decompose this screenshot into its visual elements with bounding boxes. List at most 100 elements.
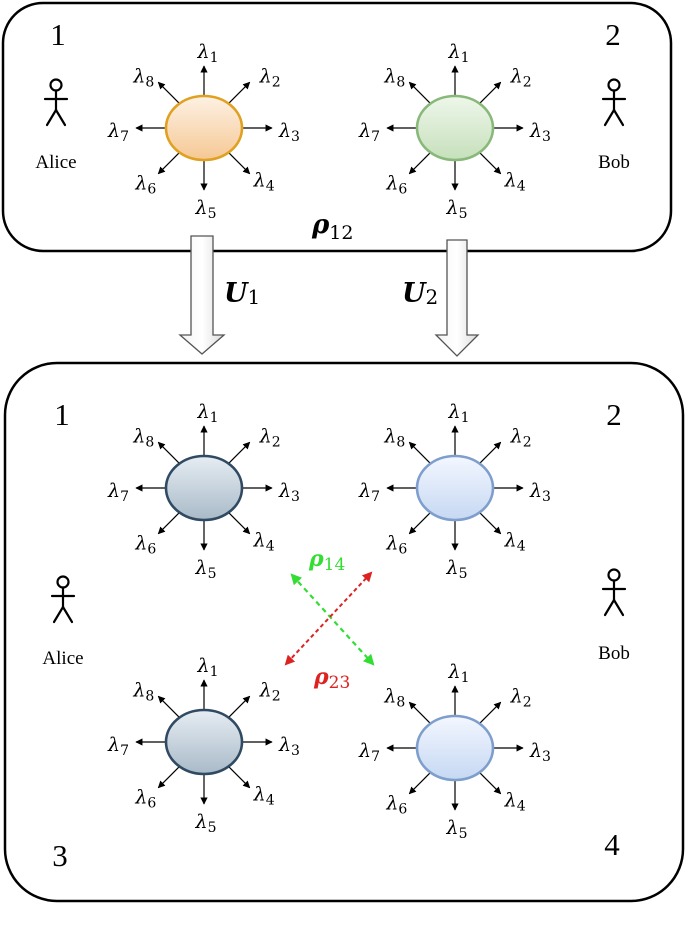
lambda-subscript: 4 bbox=[266, 793, 275, 809]
lambda-symbol: λ bbox=[253, 170, 266, 192]
node-ellipse bbox=[415, 94, 495, 162]
lambda-subscript: 8 bbox=[145, 434, 154, 450]
lambda-subscript: 2 bbox=[272, 74, 281, 90]
lambda-subscript: 6 bbox=[147, 542, 156, 558]
ray-label-3: λ3 bbox=[529, 740, 551, 765]
lambda-subscript: 7 bbox=[120, 743, 129, 759]
unitary-subscript-2: 2 bbox=[426, 285, 439, 309]
bottom-corner-label-1: 1 bbox=[54, 397, 70, 432]
ray-label-6: λ6 bbox=[134, 787, 156, 812]
unitary-symbol-2: U bbox=[402, 278, 427, 309]
ray-label-7: λ7 bbox=[107, 734, 129, 759]
node-ellipse bbox=[164, 708, 244, 776]
lambda-symbol: λ bbox=[259, 65, 272, 87]
ray-2 bbox=[479, 441, 502, 464]
lambda-subscript: 5 bbox=[459, 206, 468, 222]
lambda-subscript: 7 bbox=[371, 749, 380, 765]
ray-6 bbox=[157, 766, 180, 789]
lambda-symbol: λ bbox=[510, 65, 523, 87]
lambda-subscript: 2 bbox=[272, 434, 281, 450]
ray-label-7: λ7 bbox=[107, 120, 129, 145]
lambda-subscript: 6 bbox=[398, 182, 407, 198]
lambda-subscript: 1 bbox=[461, 410, 470, 426]
unitary-label-2: U2 bbox=[402, 278, 438, 309]
lambda-symbol: λ bbox=[385, 793, 398, 815]
rho-14-symbol: ρ bbox=[308, 546, 324, 572]
lambda-symbol: λ bbox=[448, 41, 461, 63]
ray-label-8: λ8 bbox=[383, 65, 405, 90]
unitary-label-1: U1 bbox=[224, 278, 260, 309]
lambda-subscript: 2 bbox=[523, 434, 532, 450]
lambda-subscript: 3 bbox=[542, 129, 551, 145]
lambda-symbol: λ bbox=[504, 170, 517, 192]
node-ellipse bbox=[164, 454, 244, 522]
lambda-symbol: λ bbox=[195, 197, 208, 219]
lambda-symbol: λ bbox=[385, 173, 398, 195]
lambda-symbol: λ bbox=[132, 65, 145, 87]
lambda-subscript: 8 bbox=[145, 74, 154, 90]
lambda-subscript: 5 bbox=[459, 566, 468, 582]
lambda-symbol: λ bbox=[358, 480, 371, 502]
lambda-symbol: λ bbox=[197, 41, 210, 63]
lambda-symbol: λ bbox=[197, 401, 210, 423]
unitary-symbol-1: U bbox=[224, 278, 249, 309]
lambda-symbol: λ bbox=[448, 661, 461, 683]
lambda-subscript: 1 bbox=[210, 664, 219, 680]
lambda-subscript: 2 bbox=[523, 74, 532, 90]
ray-label-2: λ2 bbox=[259, 679, 281, 704]
lambda-symbol: λ bbox=[259, 425, 272, 447]
lambda-subscript: 7 bbox=[120, 489, 129, 505]
lambda-symbol: λ bbox=[504, 530, 517, 552]
ray-label-5: λ5 bbox=[446, 557, 468, 582]
lambda-subscript: 8 bbox=[396, 694, 405, 710]
ray-label-7: λ7 bbox=[358, 480, 380, 505]
lambda-symbol: λ bbox=[253, 530, 266, 552]
ray-2 bbox=[479, 81, 502, 104]
ray-6 bbox=[408, 772, 431, 795]
ray-label-6: λ6 bbox=[385, 793, 407, 818]
lambda-subscript: 5 bbox=[208, 206, 217, 222]
lambda-subscript: 2 bbox=[272, 688, 281, 704]
ray-label-8: λ8 bbox=[383, 685, 405, 710]
ray-2 bbox=[228, 441, 251, 464]
ray-6 bbox=[408, 152, 431, 175]
bottom-corner-label-2: 2 bbox=[606, 397, 622, 432]
ray-8 bbox=[157, 441, 180, 464]
ray-label-5: λ5 bbox=[195, 811, 217, 836]
correlation-rho-14: ρ14 bbox=[308, 546, 345, 575]
lambda-symbol: λ bbox=[358, 740, 371, 762]
ray-label-8: λ8 bbox=[132, 679, 154, 704]
node-ellipse bbox=[415, 454, 495, 522]
lambda-symbol: λ bbox=[259, 679, 272, 701]
ray-label-1: λ1 bbox=[448, 41, 470, 66]
lambda-symbol: λ bbox=[195, 557, 208, 579]
lambda-subscript: 3 bbox=[291, 743, 300, 759]
ray-6 bbox=[157, 512, 180, 535]
bottom-corner-label-4: 4 bbox=[604, 827, 620, 862]
ray-label-5: λ5 bbox=[446, 817, 468, 842]
lambda-subscript: 4 bbox=[266, 539, 275, 555]
ray-6 bbox=[157, 152, 180, 175]
ray-label-4: λ4 bbox=[504, 530, 526, 555]
ray-label-4: λ4 bbox=[504, 790, 526, 815]
lambda-subscript: 5 bbox=[208, 566, 217, 582]
lambda-subscript: 7 bbox=[371, 129, 380, 145]
lambda-symbol: λ bbox=[107, 734, 120, 756]
ray-label-8: λ8 bbox=[132, 425, 154, 450]
rho-23-subscript: 23 bbox=[329, 673, 351, 693]
ray-label-1: λ1 bbox=[448, 401, 470, 426]
lambda-symbol: λ bbox=[510, 685, 523, 707]
ray-label-3: λ3 bbox=[529, 120, 551, 145]
alice-label-bottom: Alice bbox=[42, 648, 83, 669]
ray-8 bbox=[408, 701, 431, 724]
lambda-subscript: 5 bbox=[208, 820, 217, 836]
lambda-symbol: λ bbox=[134, 173, 147, 195]
lambda-subscript: 8 bbox=[145, 688, 154, 704]
bob-label: Bob bbox=[598, 152, 630, 173]
lambda-symbol: λ bbox=[383, 685, 396, 707]
lambda-subscript: 7 bbox=[120, 129, 129, 145]
